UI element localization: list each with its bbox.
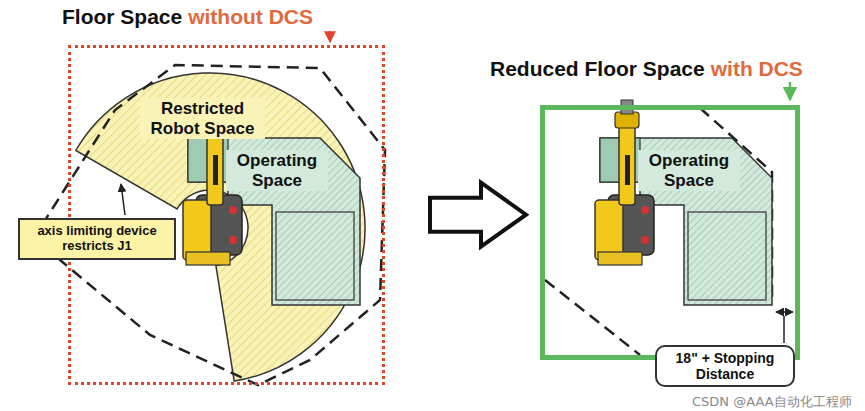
node-text: Operating Space [638, 150, 740, 191]
leader-line [783, 316, 785, 343]
work-table [688, 212, 766, 300]
watermark: CSDN @AAA自动化工程师 [692, 393, 852, 411]
pointer-arrow [329, 31, 331, 42]
heading-text: with DCS [711, 57, 803, 80]
reduced-floor-region: Reduced Floor Spacewith DCSOperating Spa… [540, 105, 800, 360]
node-text: axis limiting device restricts J1 [25, 224, 169, 254]
restricted-space-label: Restricted Robot Space [140, 98, 265, 139]
callout-box: 18" + Stopping Distance [655, 345, 795, 387]
heading-text: Reduced Floor Space [490, 57, 705, 80]
dimension-arrow [776, 311, 793, 313]
operating-space-label: Operating Space [226, 150, 328, 191]
operating-space-label: Operating Space [638, 150, 740, 191]
pointer-arrow [789, 82, 792, 100]
floor-space-region: Floor Spacewithout DCSRestricted Robot S… [68, 45, 385, 385]
block-arrow [430, 183, 526, 247]
callout-box: axis limiting device restricts J1 [18, 218, 176, 260]
node-text: 18" + Stopping Distance [663, 350, 787, 382]
node-text: Restricted Robot Space [140, 98, 265, 139]
heading-text: without DCS [188, 5, 313, 28]
panel-heading: Floor Space without DCS [62, 5, 313, 29]
node-text: Operating Space [226, 150, 328, 191]
leader-line [121, 184, 125, 215]
work-table [276, 212, 354, 300]
panel-heading: Reduced Floor Space with DCS [490, 57, 803, 81]
heading-text: Floor Space [62, 5, 182, 28]
dashed-envelope [545, 280, 640, 355]
